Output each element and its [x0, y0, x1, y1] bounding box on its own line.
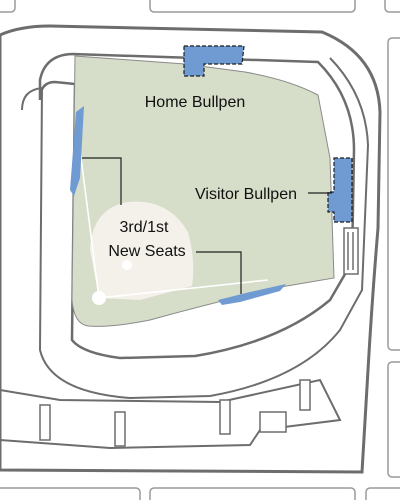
gate-structure	[343, 227, 359, 275]
east-gates	[343, 227, 359, 275]
city-block	[0, 0, 16, 13]
city-block	[0, 487, 141, 500]
city-block	[149, 487, 356, 500]
visitor-bullpen-label: Visitor Bullpen	[195, 186, 297, 203]
stair-tower	[39, 404, 51, 441]
new-seats-third-base	[70, 106, 84, 196]
new-seats-first-base	[218, 284, 286, 305]
stair-tower	[259, 411, 287, 433]
new-seats-label-line2: New Seats	[108, 243, 185, 260]
leader-third-base	[82, 157, 122, 205]
new-seats-label-line1: 3rd/1st	[120, 219, 169, 236]
pitchers-mound	[122, 260, 132, 270]
first-base-line	[98, 279, 269, 299]
home-bullpen-label: Home Bullpen	[145, 94, 246, 111]
city-block	[387, 361, 400, 478]
stair-tower	[114, 411, 126, 447]
visitor-bullpen	[327, 157, 353, 223]
concourse-ring	[38, 52, 356, 360]
city-block	[387, 37, 400, 351]
seating-bowl	[21, 57, 370, 400]
city-block	[149, 0, 356, 13]
home-plate-circle	[92, 291, 106, 305]
city-block	[365, 487, 400, 500]
leader-first-base	[196, 251, 242, 294]
foul-lines	[79, 149, 269, 299]
lower-concourse	[0, 378, 342, 450]
city-block	[384, 0, 400, 13]
home-bullpen	[183, 45, 245, 77]
stair-towers	[39, 379, 311, 447]
third-base-line	[79, 149, 100, 299]
stair-tower	[299, 379, 311, 411]
stair-tower	[219, 399, 231, 435]
infield-dirt	[90, 201, 194, 300]
leader-lines	[82, 157, 332, 294]
